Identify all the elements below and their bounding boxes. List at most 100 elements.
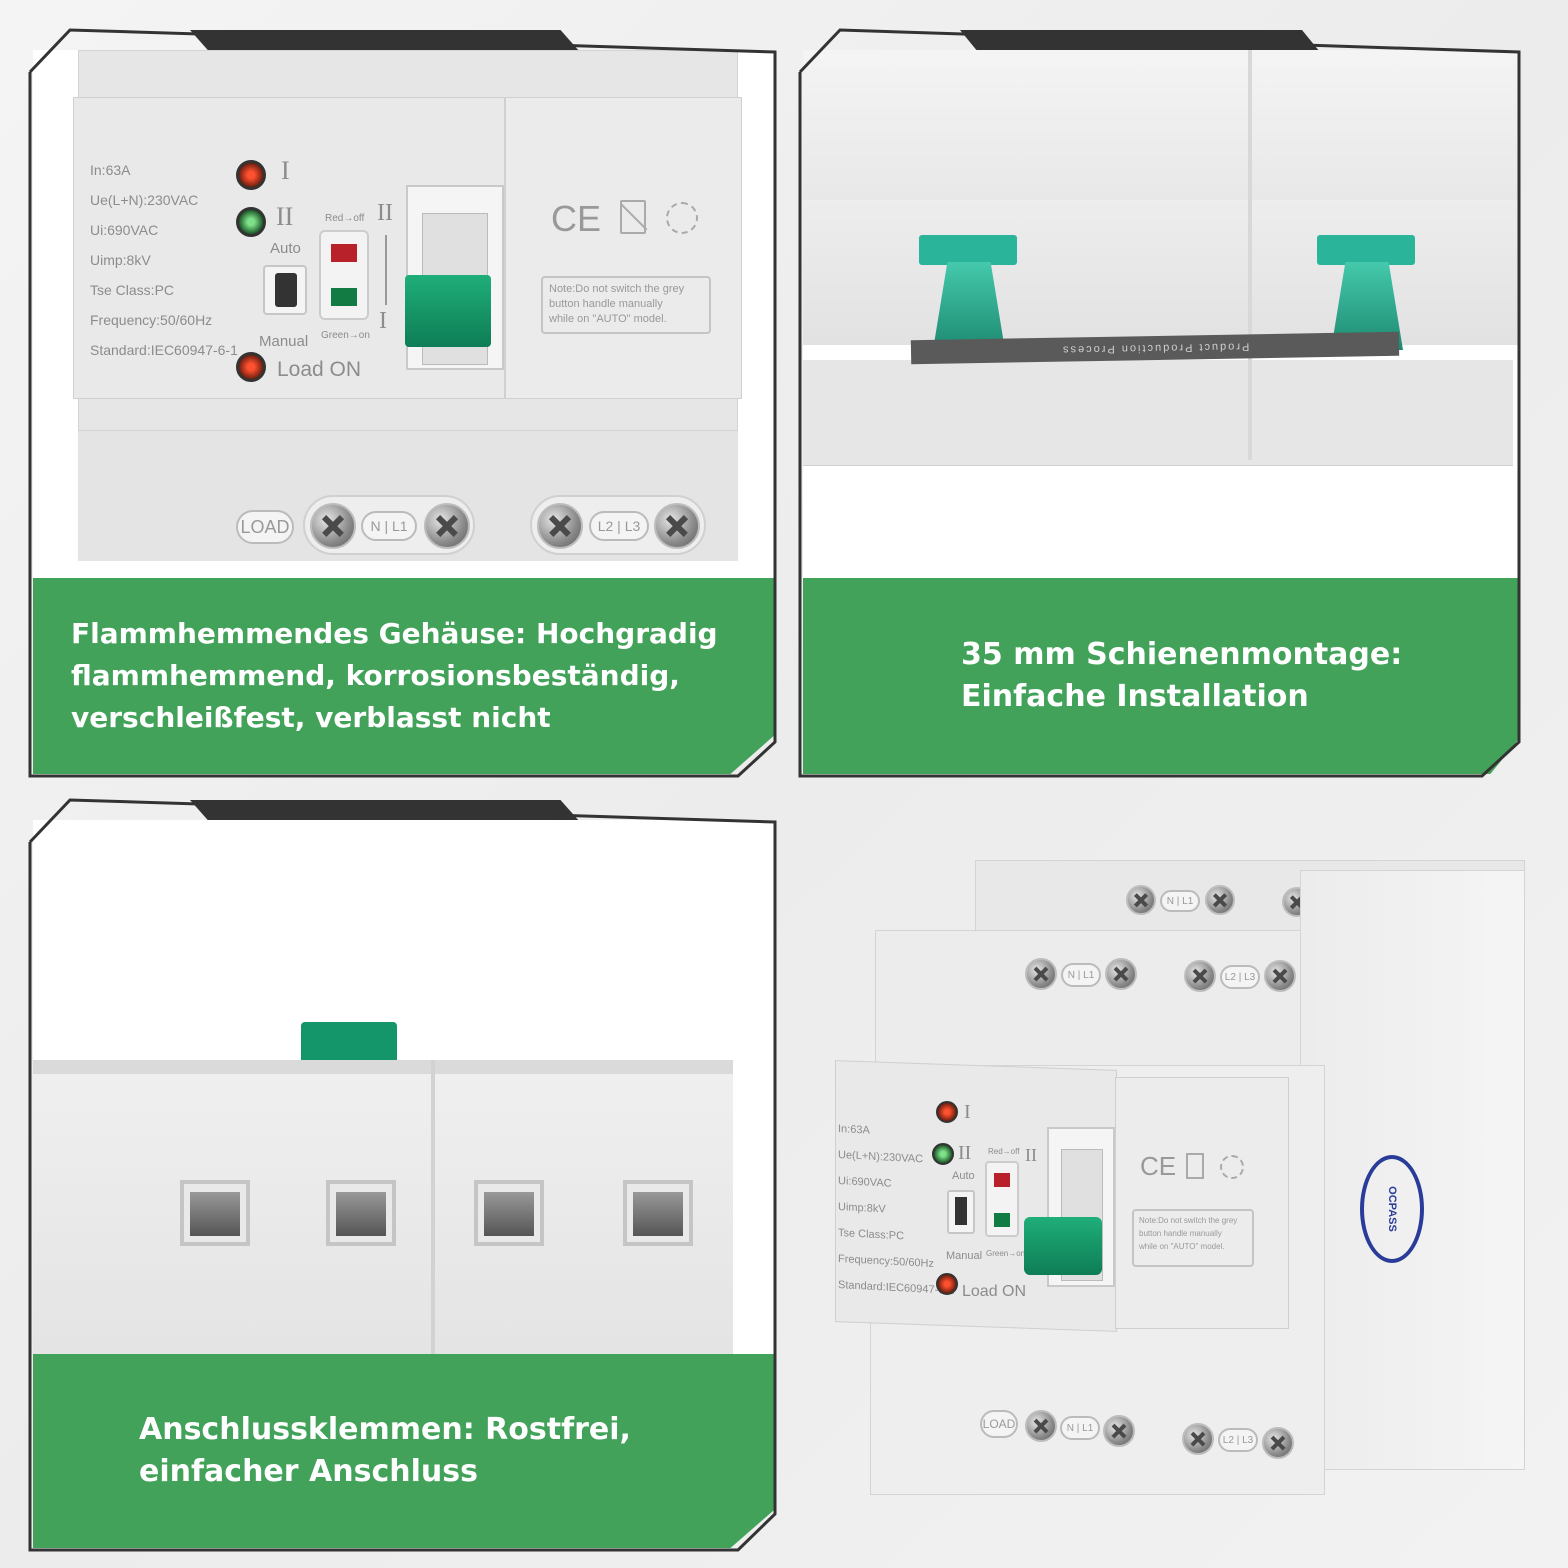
led-source-1-icon [236, 160, 266, 190]
indicator-window [985, 1161, 1019, 1237]
green-on-label: Green→on [321, 330, 370, 341]
product-photo-terminals [33, 820, 775, 1354]
terminal-n-l1-label: N | L1 [361, 511, 417, 541]
indicator-red-icon [331, 244, 357, 262]
terminal-l2-l3-label: L2 | L3 [1220, 965, 1260, 989]
device-base [803, 360, 1513, 466]
ce-mark-icon: CE [1140, 1151, 1177, 1181]
spec-in: In:63A [838, 1123, 870, 1137]
screw-icon[interactable] [1182, 1423, 1214, 1455]
manual-label: Manual [946, 1250, 983, 1262]
caption-text: 35 mm Schienenmontage: Einfache Installa… [961, 637, 1403, 714]
led-source-2-icon [932, 1143, 954, 1165]
terminal-load-label: LOAD [980, 1410, 1018, 1438]
green-on-label: Green→on [986, 1249, 1026, 1258]
screw-icon[interactable] [424, 503, 470, 549]
product-photo-full: N | L1 L2 | L3 N | L1 L2 | L3 OCPASS In:… [830, 855, 1530, 1495]
auto-label: Auto [270, 240, 301, 257]
position-1-label: I [964, 1101, 971, 1123]
caption-top-right: 35 mm Schienenmontage: Einfache Installa… [803, 578, 1519, 774]
device-top-shell [803, 50, 1519, 200]
caption-bottom-left: Anschlussklemmen: Rostfrei, einfacher An… [33, 1354, 775, 1548]
panel-frame [28, 28, 777, 778]
screw-icon[interactable] [1205, 885, 1235, 915]
led-load-on-icon [236, 352, 266, 382]
screw-icon[interactable] [1126, 885, 1156, 915]
terminal-hole-1-icon [180, 1180, 250, 1246]
panel-frame [28, 798, 777, 1552]
terminal-l2-l3-label: L2 | L3 [1218, 1428, 1258, 1452]
recycle-icon [1220, 1155, 1244, 1179]
spec-tse: Tse Class:PC [90, 282, 175, 298]
screw-icon[interactable] [1025, 958, 1057, 990]
caption-top-left: Flammhemmendes Gehäuse: Hochgradig flamm… [33, 578, 775, 774]
terminal-n-l1-label: N | L1 [1061, 963, 1101, 987]
position-2-marker: II [377, 200, 393, 226]
spec-uimp: Uimp:8kV [838, 1201, 886, 1216]
spec-uimp: Uimp:8kV [90, 252, 151, 268]
load-on-label: Load ON [277, 358, 362, 381]
panel-top-right: Product Production Process 35 mm Schiene… [798, 28, 1522, 778]
indicator-green-icon [331, 288, 357, 306]
green-handle[interactable] [405, 275, 491, 347]
spec-frequency: Frequency:50/60Hz [90, 312, 213, 328]
device-top-edge [33, 1060, 733, 1074]
spec-ue: Ue(L+N):230VAC [90, 192, 199, 208]
panel-frame [798, 28, 1521, 778]
screw-icon[interactable] [1264, 960, 1296, 992]
auto-manual-switch[interactable] [263, 265, 307, 315]
indicator-green-icon [994, 1213, 1010, 1227]
terminal-l2-l3-label: L2 | L3 [589, 511, 649, 541]
terminal-hole-2-icon [326, 1180, 396, 1246]
position-2-label: II [276, 202, 294, 231]
product-photo-front: In:63A Ue(L+N):230VAC Ui:690VAC Uimp:8kV… [33, 50, 775, 578]
screw-icon[interactable] [1025, 1410, 1057, 1442]
front-plate-right [505, 97, 742, 399]
terminal-n-l1-label: N | L1 [1060, 1416, 1100, 1440]
ce-mark-icon: CE [551, 198, 602, 239]
weee-icon [620, 200, 648, 234]
weee-icon [1186, 1153, 1204, 1179]
load-on-label: Load ON [962, 1283, 1027, 1300]
green-handle[interactable] [1024, 1217, 1102, 1275]
red-off-label: Red→off [988, 1147, 1020, 1156]
terminal-hole-3-icon [474, 1180, 544, 1246]
spec-in: In:63A [90, 162, 131, 178]
red-off-label: Red→off [325, 213, 365, 224]
warning-note: Note:Do not switch the grey button handl… [1132, 1209, 1254, 1267]
terminal-n-l1-label: N | L1 [1160, 890, 1200, 912]
screw-icon[interactable] [537, 503, 583, 549]
indicator-window [319, 230, 369, 320]
position-1-label: I [281, 156, 290, 185]
screw-icon[interactable] [310, 503, 356, 549]
auto-manual-switch[interactable] [947, 1190, 975, 1234]
panel-top-left: In:63A Ue(L+N):230VAC Ui:690VAC Uimp:8kV… [28, 28, 778, 778]
manual-label: Manual [259, 333, 309, 350]
caption-text: Flammhemmendes Gehäuse: Hochgradig flamm… [71, 617, 718, 734]
led-source-2-icon [236, 207, 266, 237]
rail-clip-left-icon [919, 235, 1017, 265]
arrow-icon [385, 235, 387, 305]
product-photo-rail-mount: Product Production Process [803, 50, 1519, 578]
led-source-1-icon [936, 1101, 958, 1123]
spec-standard: Standard:IEC60947-6-1 [90, 342, 238, 358]
green-handle-top [301, 1022, 397, 1062]
position-1-marker: I [379, 308, 387, 334]
brand-logo-icon: OCPASS [1360, 1155, 1424, 1263]
screw-icon[interactable] [1184, 960, 1216, 992]
screw-icon[interactable] [654, 503, 700, 549]
screw-icon[interactable] [1105, 958, 1137, 990]
front-plate-right [1115, 1077, 1289, 1329]
screw-icon[interactable] [1262, 1427, 1294, 1459]
screw-icon[interactable] [1103, 1415, 1135, 1447]
module-divider [431, 1060, 435, 1354]
brand-name: OCPASS [1385, 1186, 1398, 1232]
position-2-label: II [958, 1142, 972, 1164]
led-load-on-icon [936, 1273, 958, 1295]
device-lower-shell [803, 200, 1519, 345]
auto-label: Auto [952, 1170, 975, 1182]
terminal-load-label: LOAD [236, 510, 294, 544]
warning-note: Note:Do not switch the grey button handl… [541, 276, 711, 334]
module-divider [1248, 50, 1252, 460]
caption-text: Anschlussklemmen: Rostfrei, einfacher An… [139, 1412, 631, 1489]
